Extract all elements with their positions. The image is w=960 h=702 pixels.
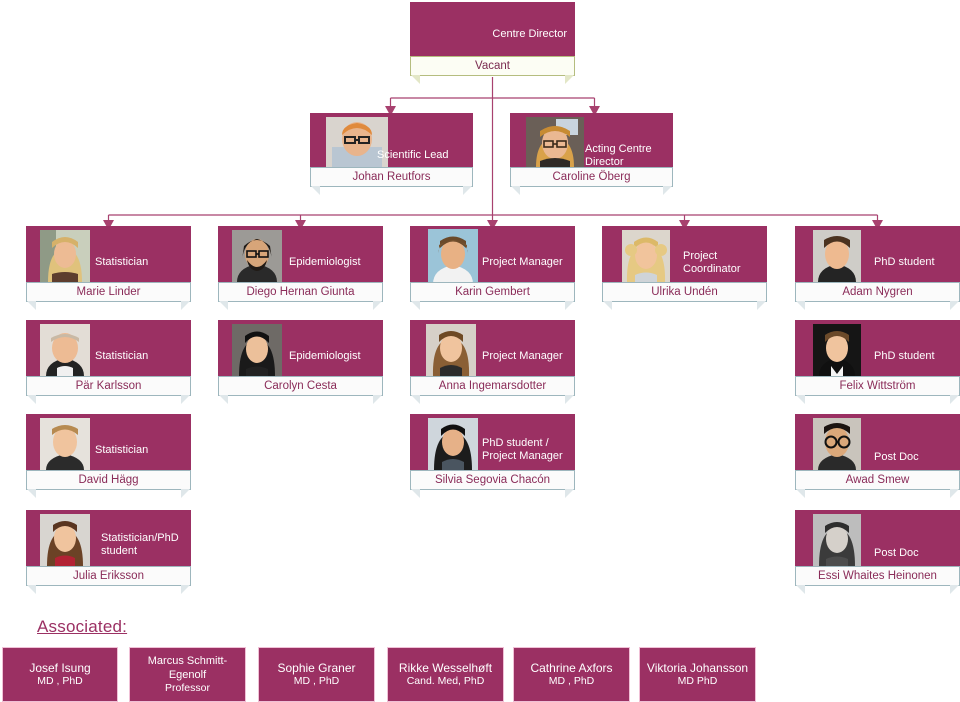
photo-anna-ingemarsdotter xyxy=(426,324,476,376)
photo-ulrika-unden xyxy=(622,230,670,282)
card-marie-linder[interactable]: Statistician Marie Linder xyxy=(26,226,191,312)
role-label: Statistician xyxy=(95,444,149,456)
photo-adam-nygren xyxy=(813,230,861,282)
name-bar: David Hägg xyxy=(26,470,191,498)
card-centre-director[interactable]: Centre Director Vacant xyxy=(410,2,575,84)
card-adam-nygren[interactable]: PhD student Adam Nygren xyxy=(795,226,960,312)
role-label: Scientific Lead xyxy=(377,149,449,161)
card-scientific-lead[interactable]: Scientific Lead Johan Reutfors xyxy=(310,113,473,196)
card-anna-ingemarsdotter[interactable]: Project Manager Anna Ingemarsdotter xyxy=(410,320,575,406)
role-label: Statistician/PhD student xyxy=(101,532,179,557)
card-acting-centre-director[interactable]: Acting Centre Director Caroline Öberg xyxy=(510,113,673,196)
assoc-degree: MD , PhD xyxy=(37,675,83,687)
photo-awad-smew xyxy=(813,418,861,470)
name-bar: Vacant xyxy=(410,56,575,84)
role-label: Project Manager xyxy=(482,350,563,362)
assoc-box-josef-isung[interactable]: Josef Isung MD , PhD xyxy=(2,647,118,702)
assoc-box-cathrine-axfors[interactable]: Cathrine Axfors MD , PhD xyxy=(513,647,630,702)
assoc-degree: MD PhD xyxy=(677,675,718,687)
name-bar: Carolyn Cesta xyxy=(218,376,383,404)
role-label: Post Doc xyxy=(874,547,919,559)
card-karin-gembert[interactable]: Project Manager Karin Gembert xyxy=(410,226,575,312)
role-label: PhD student / Project Manager xyxy=(482,437,563,462)
assoc-box-rikke-wesselhoft[interactable]: Rikke Wesselhøft Cand. Med, PhD xyxy=(387,647,504,702)
photo-caroline-oberg xyxy=(526,117,584,167)
role-label: Project Coordinator xyxy=(683,250,741,275)
name-bar: Silvia Segovia Chacón xyxy=(410,470,575,498)
assoc-box-sophie-graner[interactable]: Sophie Graner MD , PhD xyxy=(258,647,375,702)
assoc-name: Rikke Wesselhøft xyxy=(398,661,493,675)
card-silvia-segovia-chacon[interactable]: PhD student / Project Manager Silvia Seg… xyxy=(410,414,575,500)
associated-heading: Associated: xyxy=(37,617,128,636)
role-label: Project Manager xyxy=(482,256,563,268)
assoc-name: Josef Isung xyxy=(29,661,91,675)
photo-karin-gembert xyxy=(428,229,478,284)
role-label: PhD student xyxy=(874,256,935,268)
assoc-name: Cathrine Axfors xyxy=(530,661,613,675)
role-label: Centre Director xyxy=(492,28,567,40)
card-felix-wittstrom[interactable]: PhD student Felix Wittström xyxy=(795,320,960,406)
card-carolyn-cesta[interactable]: Epidemiologist Carolyn Cesta xyxy=(218,320,383,406)
name-bar: Adam Nygren xyxy=(795,282,960,310)
name-bar: Essi Whaites Heinonen xyxy=(795,566,960,594)
name-bar: Marie Linder xyxy=(26,282,191,310)
name-bar: Ulrika Undén xyxy=(602,282,767,310)
role-label: Post Doc xyxy=(874,451,919,463)
name-bar: Awad Smew xyxy=(795,470,960,498)
name-bar: Caroline Öberg xyxy=(510,167,673,195)
photo-julia-eriksson xyxy=(40,514,90,566)
card-essi-whaites-heinonen[interactable]: Post Doc Essi Whaites Heinonen xyxy=(795,510,960,596)
card-julia-eriksson[interactable]: Statistician/PhD student Julia Eriksson xyxy=(26,510,191,596)
photo-felix-wittstrom xyxy=(813,324,861,376)
photo-essi-whaites-heinonen xyxy=(813,514,861,566)
photo-par-karlsson xyxy=(40,324,90,376)
name-bar: Johan Reutfors xyxy=(310,167,473,195)
photo-silvia-segovia-chacon xyxy=(428,418,478,470)
name-bar: Anna Ingemarsdotter xyxy=(410,376,575,404)
assoc-box-viktoria-johansson[interactable]: Viktoria Johansson MD PhD xyxy=(639,647,756,702)
card-diego-hernan-giunta[interactable]: Epidemiologist Diego Hernan Giunta xyxy=(218,226,383,312)
assoc-degree: MD , PhD xyxy=(293,675,340,687)
name-bar: Pär Karlsson xyxy=(26,376,191,404)
photo-diego-hernan-giunta xyxy=(232,230,282,282)
role-label: Statistician xyxy=(95,256,149,268)
photo-david-hagg xyxy=(40,418,90,470)
role-label: Epidemiologist xyxy=(289,256,361,268)
assoc-degree: Cand. Med, PhD xyxy=(406,675,485,687)
card-ulrika-unden[interactable]: Project Coordinator Ulrika Undén xyxy=(602,226,767,312)
assoc-name: Viktoria Johansson xyxy=(646,661,749,675)
photo-carolyn-cesta xyxy=(232,324,282,376)
role-label: Epidemiologist xyxy=(289,350,361,362)
photo-marie-linder xyxy=(40,230,90,282)
role-label: PhD student xyxy=(874,350,935,362)
photo-johan-reutfors xyxy=(326,117,388,167)
assoc-name: Marcus Schmitt-Egenolf xyxy=(147,655,228,681)
assoc-degree: MD , PhD xyxy=(548,675,595,687)
assoc-degree: Professor xyxy=(165,682,210,694)
role-label: Statistician xyxy=(95,350,149,362)
card-body xyxy=(410,2,575,60)
role-label: Acting Centre Director xyxy=(585,143,652,168)
assoc-box-marcus-schmitt-egenolf[interactable]: Marcus Schmitt-Egenolf Professor xyxy=(129,647,246,702)
card-david-hagg[interactable]: Statistician David Hägg xyxy=(26,414,191,500)
card-awad-smew[interactable]: Post Doc Awad Smew xyxy=(795,414,960,500)
name-bar: Felix Wittström xyxy=(795,376,960,404)
assoc-name: Sophie Graner xyxy=(277,661,356,675)
name-bar: Diego Hernan Giunta xyxy=(218,282,383,310)
card-par-karlsson[interactable]: Statistician Pär Karlsson xyxy=(26,320,191,406)
name-bar: Karin Gembert xyxy=(410,282,575,310)
name-bar: Julia Eriksson xyxy=(26,566,191,594)
